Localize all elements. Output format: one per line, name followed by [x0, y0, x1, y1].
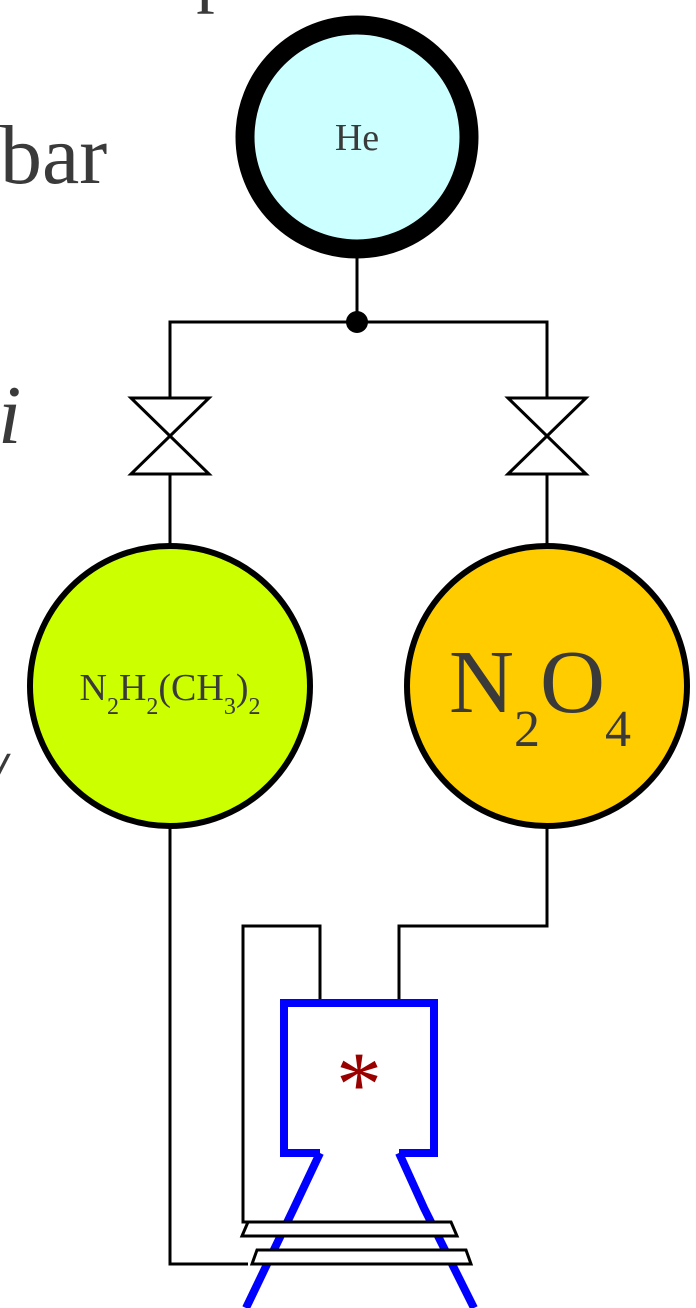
cooling-ring-upper — [239, 1220, 460, 1238]
text-fragment-top: r — [196, 0, 221, 31]
helium-tank-label: He — [335, 117, 379, 159]
combustion-symbol: * — [336, 1033, 382, 1135]
text-fragment-bar: bar — [0, 109, 107, 202]
nozzle-right-wall — [395, 1151, 478, 1308]
oxidizer-formula-part-0: N — [449, 633, 514, 732]
oxidizer-formula-subscript-1: 4 — [605, 701, 631, 758]
fuel-formula-part-0: N — [79, 667, 106, 709]
fuel-formula-subscript-0: 2 — [107, 694, 119, 720]
oxidizer-formula-part-1: O — [540, 633, 605, 732]
pressurant-lines — [168, 252, 549, 547]
fuel-formula-part-1: H — [119, 667, 146, 709]
helium-tank[interactable]: He — [235, 15, 479, 259]
fuel-formula-part-2: (CH — [158, 667, 223, 709]
fuel-formula-subscript-1: 2 — [146, 694, 158, 720]
fuel-tank-label: N2H2(CH3)2 — [79, 667, 260, 720]
fuel-formula-subscript-3: 2 — [249, 694, 261, 720]
text-fragment-italic-i: i — [0, 369, 21, 462]
oxidizer-tank-label: N2O4 — [449, 633, 631, 758]
cooling-ring-lower — [249, 1248, 474, 1266]
combustion-chamber — [280, 999, 438, 1157]
oxidizer-formula-subscript-0: 2 — [514, 701, 540, 758]
junction-dot — [346, 311, 368, 333]
oxidizer-valve[interactable] — [504, 396, 590, 476]
fuel-tank[interactable]: N2H2(CH3)2 — [27, 543, 313, 829]
fuel-valve[interactable] — [127, 396, 213, 476]
oxidizer-tank[interactable]: N2O4 — [404, 543, 690, 829]
fuel-formula-part-3: ) — [236, 667, 249, 709]
fuel-formula-subscript-2: 3 — [224, 694, 236, 720]
nozzle-left-wall — [242, 1151, 324, 1308]
fuel-tank-body — [27, 543, 313, 829]
oxidizer-tank-body — [404, 543, 690, 829]
helium-tank-body — [235, 15, 479, 259]
text-fragment-side-mark: / — [0, 739, 11, 816]
rocket-engine[interactable]: * — [239, 999, 478, 1308]
